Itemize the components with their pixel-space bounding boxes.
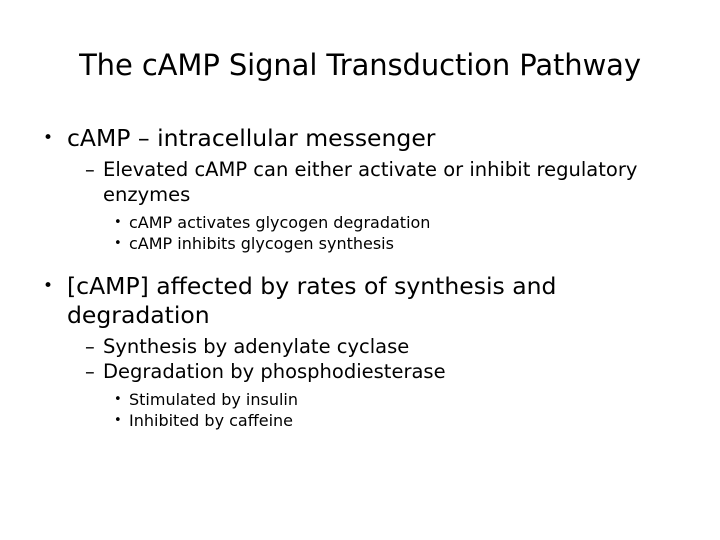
slide-body-content: • cAMP – intracellular messenger – Eleva… bbox=[36, 124, 686, 431]
bullet-dot-icon: • bbox=[114, 413, 122, 428]
bullet-item-level3: • cAMP activates glycogen degradation bbox=[36, 212, 686, 233]
bullet-text: Degradation by phosphodiesterase bbox=[103, 360, 446, 383]
bullet-item-level3: • Inhibited by caffeine bbox=[36, 410, 686, 431]
bullet-dot-icon: • bbox=[114, 236, 122, 251]
bullet-dash-icon: – bbox=[85, 158, 95, 181]
bullet-dash-icon: – bbox=[85, 335, 95, 358]
bullet-dash-icon: – bbox=[85, 360, 95, 383]
bullet-text: Inhibited by caffeine bbox=[129, 411, 294, 430]
bullet-text: Elevated cAMP can either activate or inh… bbox=[103, 158, 638, 206]
bullet-item-level1: • cAMP – intracellular messenger bbox=[36, 124, 686, 153]
bullet-item-level3: • Stimulated by insulin bbox=[36, 389, 686, 410]
bullet-text: [cAMP] affected by rates of synthesis an… bbox=[67, 272, 557, 329]
bullet-item-level2: – Elevated cAMP can either activate or i… bbox=[36, 157, 686, 207]
bullet-text: Synthesis by adenylate cyclase bbox=[103, 335, 410, 358]
bullet-item-level2: – Degradation by phosphodiesterase bbox=[36, 359, 686, 384]
bullet-item-level3: • cAMP inhibits glycogen synthesis bbox=[36, 233, 686, 254]
spacer bbox=[36, 254, 686, 272]
bullet-text: cAMP – intracellular messenger bbox=[67, 124, 436, 152]
bullet-item-level1: • [cAMP] affected by rates of synthesis … bbox=[36, 272, 686, 330]
bullet-dot-icon: • bbox=[43, 276, 54, 296]
bullet-dot-icon: • bbox=[43, 128, 54, 148]
bullet-text: Stimulated by insulin bbox=[129, 390, 299, 409]
page-title: The cAMP Signal Transduction Pathway bbox=[79, 48, 641, 82]
bullet-dot-icon: • bbox=[114, 392, 122, 407]
bullet-dot-icon: • bbox=[114, 215, 122, 230]
bullet-item-level2: – Synthesis by adenylate cyclase bbox=[36, 334, 686, 359]
bullet-text: cAMP inhibits glycogen synthesis bbox=[129, 234, 394, 253]
bullet-text: cAMP activates glycogen degradation bbox=[129, 213, 431, 232]
